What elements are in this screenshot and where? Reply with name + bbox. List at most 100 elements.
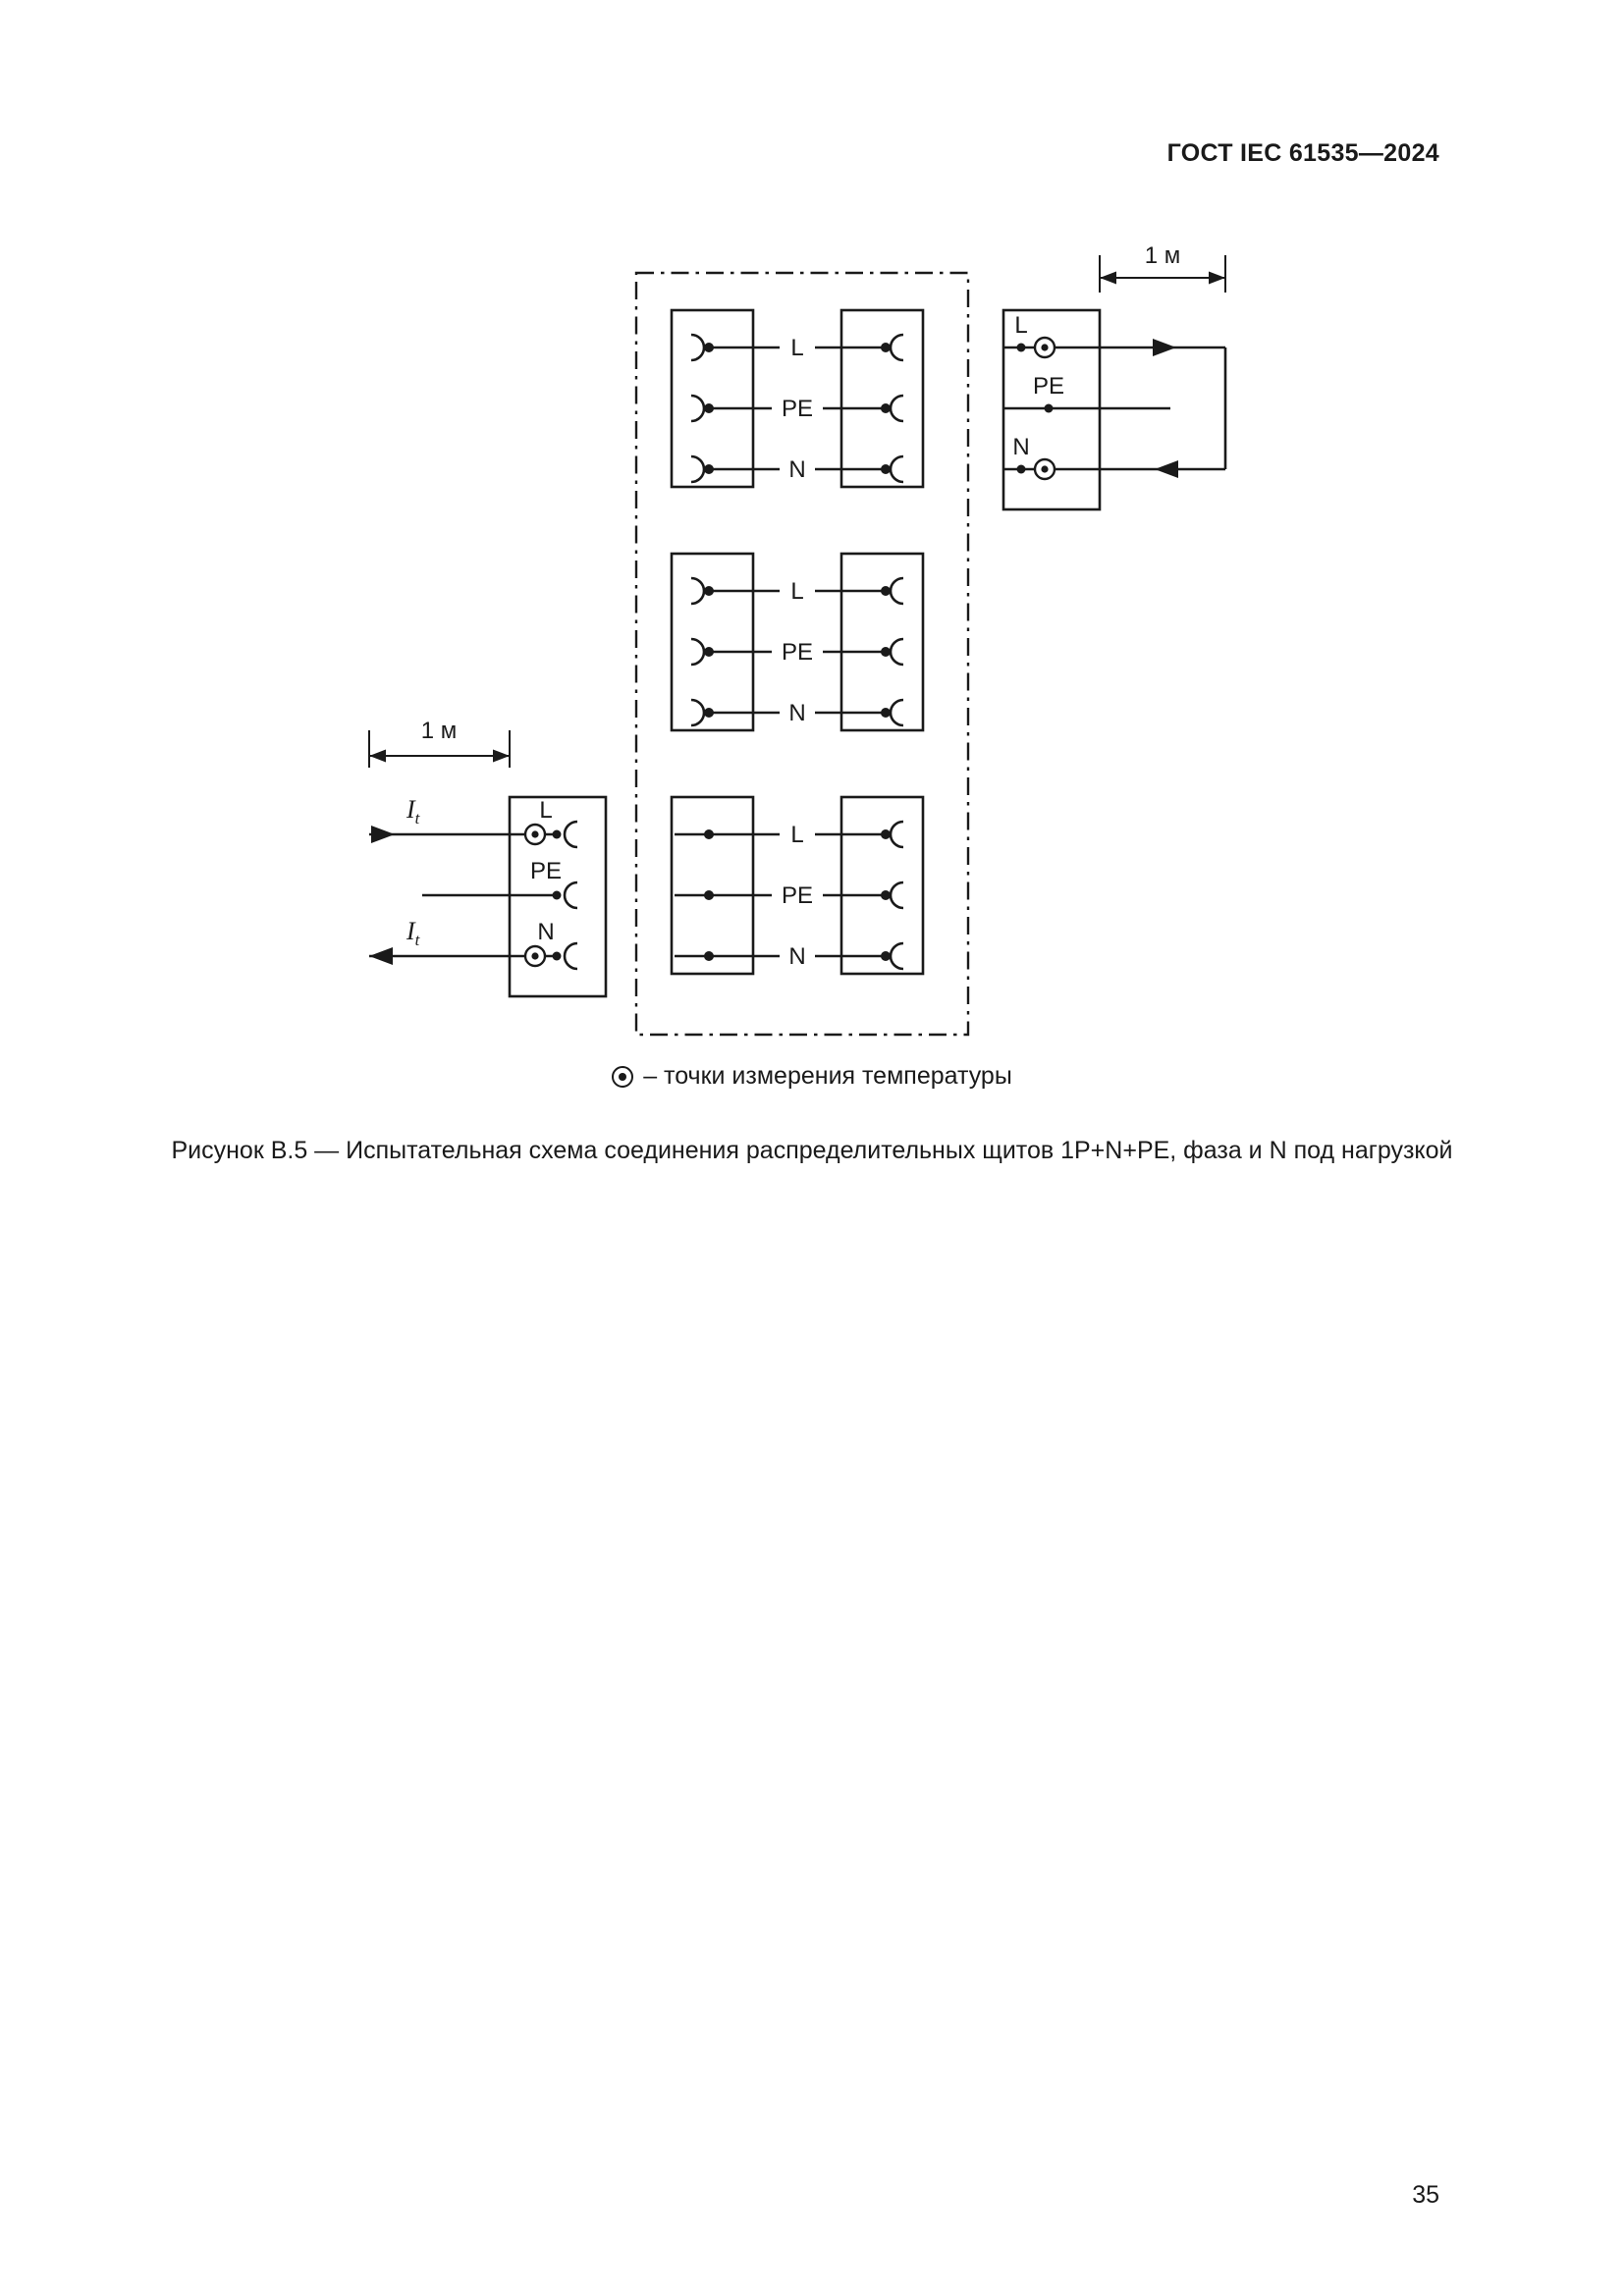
current-direction-arrow-icon [1155, 460, 1178, 478]
legend-text: – точки измерения температуры [643, 1062, 1012, 1090]
junction-dot [704, 890, 714, 900]
junction-dot [1016, 343, 1026, 352]
standard-designation: ГОСТ IEC 61535—2024 [1166, 139, 1439, 167]
socket-icon [689, 454, 706, 484]
label-mask [772, 396, 823, 421]
junction-dot [552, 890, 562, 900]
conductor-label: N [788, 943, 805, 970]
label-mask [780, 822, 815, 847]
conductor-label: L [539, 797, 552, 824]
label-mask [772, 882, 823, 908]
junction-dot [704, 343, 714, 352]
temperature-measurement-point-icon [1033, 336, 1056, 359]
conductor-label: PE [782, 639, 813, 666]
socket-icon [889, 941, 905, 971]
conductor-label: PE [782, 396, 813, 422]
junction-dot [704, 464, 714, 474]
conductor-label: L [790, 822, 803, 848]
socket-icon [563, 820, 579, 849]
socket-icon [689, 637, 706, 667]
temperature-measurement-point-icon [612, 1065, 634, 1088]
conductor-label: N [537, 919, 554, 945]
figure-b5-diagram: L PE N L [368, 242, 1227, 1037]
current-symbol: I [406, 917, 416, 945]
junction-dot [704, 586, 714, 596]
label-mask [780, 335, 815, 360]
socket-icon [889, 881, 905, 910]
conductor-label: PE [530, 858, 562, 884]
socket-icon [889, 698, 905, 727]
conductor-label: PE [1033, 373, 1064, 400]
dimension-arrow-icon [493, 749, 510, 763]
socket-icon [889, 333, 905, 362]
socket-icon [889, 820, 905, 849]
junction-dot [881, 586, 891, 596]
current-direction-arrow-icon [1153, 339, 1176, 356]
conductor-label: L [1014, 312, 1027, 339]
conductor-label: N [788, 700, 805, 726]
page-number: 35 [1412, 2181, 1439, 2209]
dimension-1m-left: 1 м [368, 718, 511, 768]
board-1-right-block [839, 308, 925, 489]
junction-dot [881, 829, 891, 839]
distribution-board-pair-2: L PE N [670, 552, 925, 732]
junction-dot [704, 708, 714, 718]
socket-icon [889, 394, 905, 423]
current-subscript: t [415, 809, 421, 828]
test-current-source-block: L It PE N It [369, 795, 608, 998]
dimension-arrow-icon [1209, 271, 1225, 285]
junction-dot [704, 647, 714, 657]
label-mask [772, 639, 823, 665]
dimension-label: 1 м [421, 718, 458, 744]
current-subscript: t [415, 931, 421, 949]
temperature-measurement-point-icon [523, 944, 547, 968]
junction-dot [1016, 464, 1026, 474]
junction-dot [881, 647, 891, 657]
source-block-outline [508, 795, 608, 998]
test-assembly-boundary [634, 271, 970, 1037]
board-2-left-block [670, 552, 755, 732]
distribution-board-pair-1: L PE N [670, 308, 925, 489]
conductor-label: L [790, 335, 803, 361]
label-mask [780, 943, 815, 969]
junction-dot [552, 829, 562, 839]
junction-dot [881, 890, 891, 900]
dimension-arrow-icon [369, 749, 386, 763]
figure-legend: – точки измерения температуры [0, 1062, 1624, 1091]
distribution-board-pair-3: L PE N [670, 795, 925, 976]
junction-dot [881, 951, 891, 961]
socket-icon [689, 576, 706, 606]
socket-icon [889, 454, 905, 484]
socket-icon [689, 698, 706, 727]
current-symbol: I [406, 795, 416, 824]
board-1-left-block [670, 308, 755, 489]
junction-dot [552, 951, 562, 961]
socket-icon [563, 881, 579, 910]
socket-icon [889, 576, 905, 606]
label-mask [780, 578, 815, 604]
current-direction-arrow-icon [371, 826, 395, 843]
socket-icon [689, 394, 706, 423]
junction-dot [1044, 403, 1054, 413]
conductor-label: L [790, 578, 803, 605]
figure-caption: Рисунок В.5 — Испытательная схема соедин… [171, 1137, 1453, 1164]
temperature-measurement-point-icon [1033, 457, 1056, 481]
junction-dot [881, 464, 891, 474]
junction-dot [704, 403, 714, 413]
board-3-right-block [839, 795, 925, 976]
board-2-right-block [839, 552, 925, 732]
current-direction-arrow-icon [369, 947, 393, 965]
temperature-measurement-point-icon [523, 823, 547, 846]
dimension-arrow-icon [1100, 271, 1116, 285]
socket-icon [563, 941, 579, 971]
load-block-outline [1001, 308, 1102, 511]
label-mask [780, 700, 815, 725]
socket-icon [889, 637, 905, 667]
conductor-label: N [1012, 434, 1029, 460]
label-mask [780, 456, 815, 482]
conductor-label: N [788, 456, 805, 483]
junction-dot [704, 951, 714, 961]
socket-icon [689, 333, 706, 362]
dimension-label: 1 м [1145, 242, 1181, 269]
test-current-label: It [406, 917, 421, 949]
